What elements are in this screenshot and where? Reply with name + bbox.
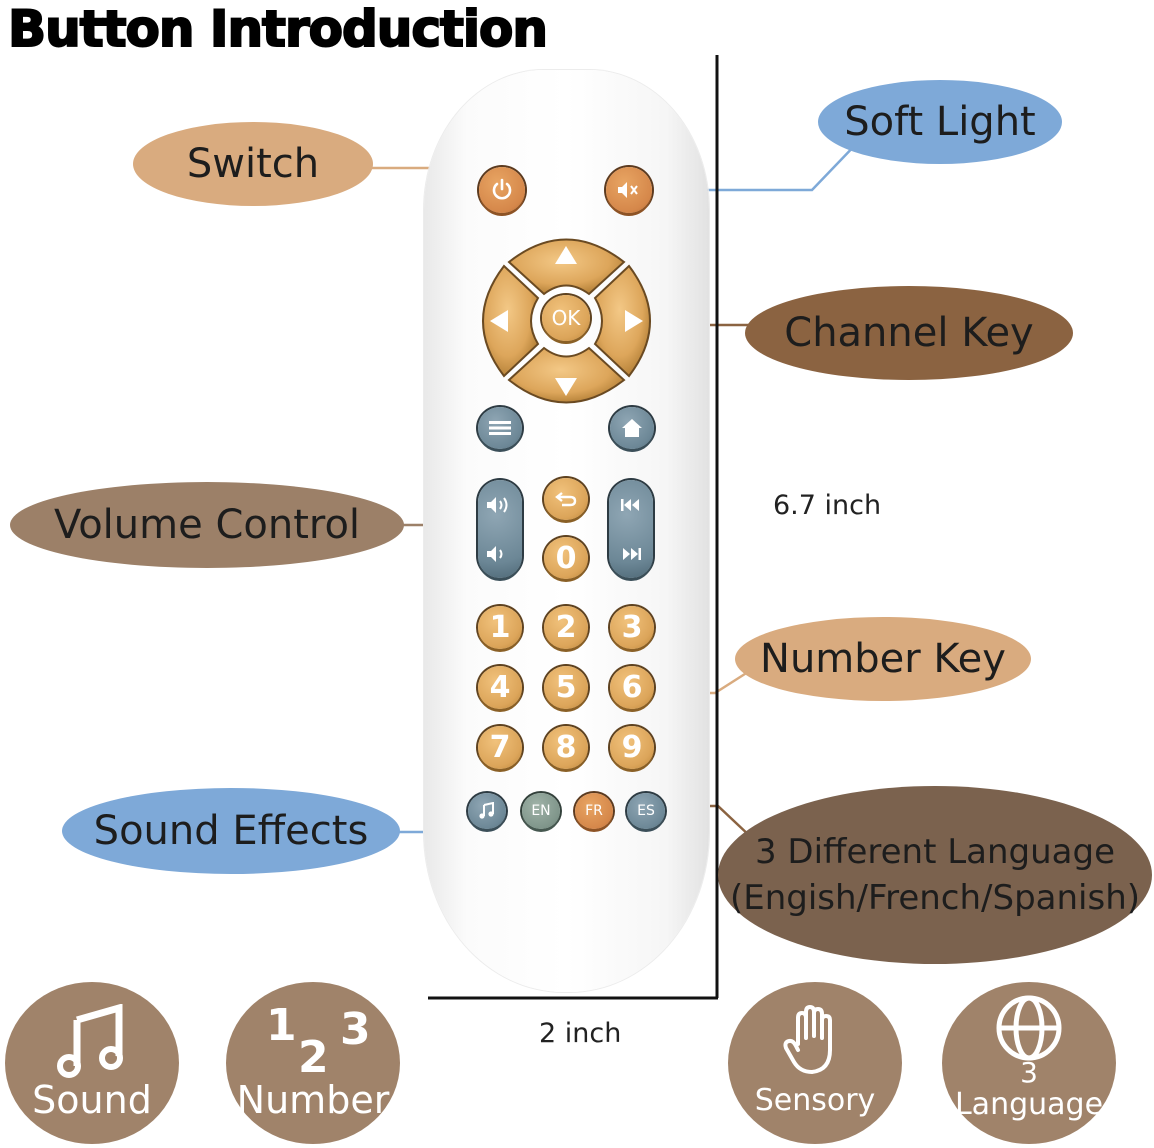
volume-up-icon <box>487 496 508 513</box>
number-8-button[interactable]: 8 <box>544 726 588 769</box>
left-arrow-button[interactable] <box>482 264 540 378</box>
number-9-button[interactable]: 9 <box>610 726 654 769</box>
digit-1: 1 <box>266 1000 297 1051</box>
ok-button[interactable]: OK <box>542 295 590 341</box>
d-pad <box>482 238 651 404</box>
digit-3: 3 <box>340 1004 371 1055</box>
channel-key-label: Channel Key <box>745 286 1073 380</box>
number-3-button[interactable]: 3 <box>610 606 654 649</box>
volume-down-icon <box>487 545 503 562</box>
hand-icon <box>783 1005 832 1074</box>
digit-2: 2 <box>298 1032 329 1083</box>
power-button[interactable] <box>479 167 525 213</box>
language-label: 3 Different Language (Engish/French/Span… <box>718 786 1152 964</box>
globe-icon <box>996 995 1062 1061</box>
home-button[interactable] <box>610 407 654 449</box>
sensory-feature: Sensory <box>728 982 902 1144</box>
number-key-label: Number Key <box>735 617 1031 701</box>
mute-icon <box>618 182 638 198</box>
mute-button[interactable] <box>606 167 652 213</box>
number-5-button[interactable]: 5 <box>544 666 588 709</box>
back-icon <box>555 492 577 507</box>
volume-control-label: Volume Control <box>10 482 404 568</box>
up-arrow-button[interactable] <box>507 238 626 296</box>
music-note-icon <box>479 802 494 819</box>
left-arrow-icon <box>490 310 508 332</box>
volume-rocker[interactable] <box>478 480 522 578</box>
power-icon <box>492 178 512 200</box>
sound-feature: Sound <box>5 982 179 1144</box>
music-button[interactable] <box>468 793 506 829</box>
next-track-icon <box>623 547 641 560</box>
home-icon <box>622 419 642 437</box>
up-arrow-icon <box>555 246 577 264</box>
down-arrow-button[interactable] <box>507 346 626 404</box>
number-1-button[interactable]: 1 <box>478 606 522 649</box>
previous-track-icon <box>621 498 639 511</box>
menu-icon <box>489 421 511 435</box>
number-7-button[interactable]: 7 <box>478 726 522 769</box>
right-arrow-button[interactable] <box>593 264 651 378</box>
menu-button[interactable] <box>478 407 522 449</box>
back-button[interactable] <box>544 478 588 520</box>
height-dimension: 6.7 inch <box>773 490 882 521</box>
remote-body <box>424 70 709 992</box>
number-6-button[interactable]: 6 <box>610 666 654 709</box>
sound-effects-label: Sound Effects <box>62 788 400 874</box>
switch-label: Switch <box>133 122 373 206</box>
soft-light-label: Soft Light <box>818 80 1062 164</box>
music-notes-icon <box>57 1004 123 1078</box>
right-arrow-icon <box>625 310 643 332</box>
down-arrow-icon <box>555 378 577 396</box>
number-feature: 1 2 3 Number <box>226 982 400 1144</box>
language-feature: 3 Language <box>942 982 1116 1144</box>
track-rocker[interactable] <box>609 480 653 578</box>
french-button[interactable]: FR <box>575 793 613 829</box>
zero-button[interactable]: 0 <box>544 537 588 579</box>
number-2-button[interactable]: 2 <box>544 606 588 649</box>
english-button[interactable]: EN <box>522 793 560 829</box>
number-4-button[interactable]: 4 <box>478 666 522 709</box>
width-dimension: 2 inch <box>539 1018 622 1049</box>
page-title: Button Introduction <box>7 0 549 59</box>
spanish-button[interactable]: ES <box>627 793 665 829</box>
